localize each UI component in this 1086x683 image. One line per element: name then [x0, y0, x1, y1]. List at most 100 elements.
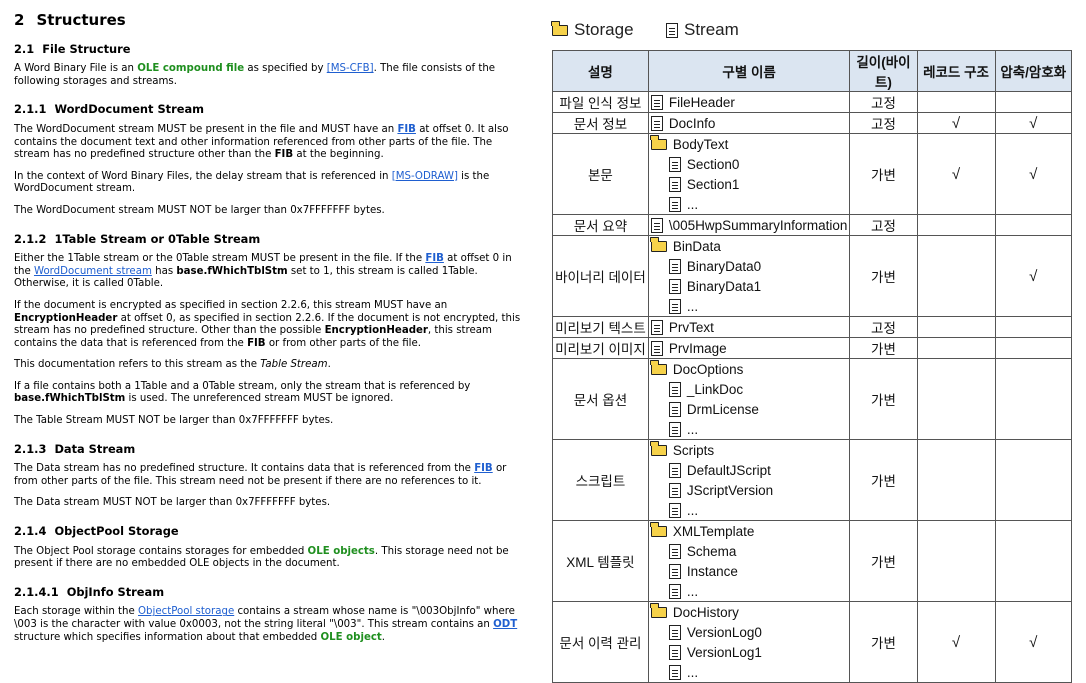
document-icon — [668, 176, 681, 192]
document-icon — [668, 664, 681, 680]
folder-icon — [650, 359, 667, 375]
document-icon — [668, 543, 681, 559]
entry-name: BinaryData0 — [686, 258, 762, 274]
name-cell: DocInfo — [647, 112, 851, 134]
column-header: 레코드 구조 — [916, 50, 996, 92]
entry-name: BinaryData1 — [686, 278, 762, 294]
paragraph: The Object Pool storage contains storage… — [14, 545, 509, 570]
description-cell: 미리보기 이미지 — [552, 337, 649, 359]
folder-icon — [650, 134, 667, 150]
ms-odraw-link[interactable]: [MS-ODRAW] — [391, 170, 458, 182]
paragraph: The WordDocument stream MUST NOT be larg… — [14, 204, 385, 216]
length-cell: 가변 — [849, 520, 918, 602]
ms-cfb-link[interactable]: [MS-CFB] — [326, 63, 374, 75]
stream-entry: Schema — [651, 541, 848, 561]
record-structure-cell — [916, 235, 996, 317]
stream-entry: ... — [651, 296, 848, 316]
paragraph: Each storage within the ObjectPool stora… — [14, 606, 518, 643]
column-header: 설명 — [552, 50, 649, 92]
storage-entry: DocHistory — [650, 602, 848, 622]
stream-entry: ... — [651, 194, 848, 214]
entry-name: _LinkDoc — [686, 381, 744, 397]
document-icon — [668, 502, 681, 518]
ole-compound-file-term: OLE compound file — [137, 63, 245, 75]
storage-entry: BinData — [650, 236, 848, 256]
entry-name: ... — [686, 421, 699, 437]
compression-cell — [994, 316, 1073, 338]
document-icon — [650, 340, 663, 356]
legend-stream: Stream — [666, 20, 739, 40]
length-cell: 고정 — [849, 316, 918, 338]
compression-cell — [994, 439, 1073, 521]
fib-link[interactable]: FIB — [425, 253, 444, 265]
document-icon — [668, 482, 681, 498]
paragraph: In the context of Word Binary Files, the… — [14, 170, 490, 195]
storage-entry: Scripts — [650, 440, 848, 460]
length-cell: 고정 — [849, 112, 918, 134]
compression-cell: √ — [994, 601, 1073, 683]
check-mark: √ — [951, 114, 961, 132]
stream-entry: ... — [651, 419, 848, 439]
entry-name: DocOptions — [672, 361, 744, 377]
entry-name: BinData — [672, 238, 721, 254]
stream-entry: BinaryData1 — [651, 276, 848, 296]
document-icon — [650, 217, 663, 233]
paragraph: The Table Stream MUST NOT be larger than… — [14, 415, 334, 427]
document-icon — [668, 278, 681, 294]
check-mark: √ — [951, 633, 961, 651]
worddocument-stream-link[interactable]: WordDocument stream — [33, 265, 152, 277]
document-icon — [668, 644, 681, 660]
stream-entry: \005HwpSummaryInformation — [650, 215, 847, 235]
fib-link[interactable]: FIB — [397, 123, 416, 135]
document-icon — [668, 258, 681, 274]
compression-cell — [994, 337, 1073, 359]
record-structure-cell — [916, 358, 996, 440]
table-header-row: 설명 구별 이름 길이(바이트) 레코드 구조 압축/암호화 — [552, 50, 1073, 92]
fib-link[interactable]: FIB — [474, 463, 493, 475]
entry-name: DrmLicense — [686, 401, 759, 417]
document-icon — [666, 22, 678, 38]
record-structure-cell — [916, 214, 996, 236]
length-cell: 가변 — [849, 133, 918, 215]
length-cell: 고정 — [849, 91, 918, 113]
record-structure-cell: √ — [916, 133, 996, 215]
entry-name: ... — [686, 502, 699, 518]
stream-entry: Section0 — [651, 154, 848, 174]
document-icon — [668, 563, 681, 579]
description-cell: 스크립트 — [552, 439, 649, 521]
record-structure-cell — [916, 91, 996, 113]
stream-entry: _LinkDoc — [651, 379, 848, 399]
folder-icon — [551, 20, 568, 36]
entry-name: Instance — [686, 563, 738, 579]
record-structure-cell: √ — [916, 112, 996, 134]
odt-link[interactable]: ODT — [493, 619, 518, 630]
document-icon — [668, 156, 681, 172]
record-structure-cell — [916, 520, 996, 602]
document-icon — [668, 583, 681, 599]
length-cell: 가변 — [849, 235, 918, 317]
stream-entry: Section1 — [651, 174, 848, 194]
check-mark: √ — [1029, 165, 1038, 183]
length-cell: 가변 — [849, 358, 918, 440]
description-cell: 바이너리 데이터 — [552, 235, 649, 317]
objectpool-storage-link[interactable]: ObjectPool storage — [138, 606, 235, 618]
paragraph: The Data stream MUST NOT be larger than … — [14, 497, 331, 509]
entry-name: XMLTemplate — [672, 523, 755, 539]
legend-storage: Storage — [551, 20, 634, 40]
entry-name: Section0 — [686, 156, 740, 172]
paragraph: Either the 1Table stream or the 0Table s… — [14, 253, 512, 290]
folder-icon — [650, 602, 667, 618]
compression-cell: √ — [994, 235, 1073, 317]
name-cell: PrvImage — [647, 337, 851, 359]
